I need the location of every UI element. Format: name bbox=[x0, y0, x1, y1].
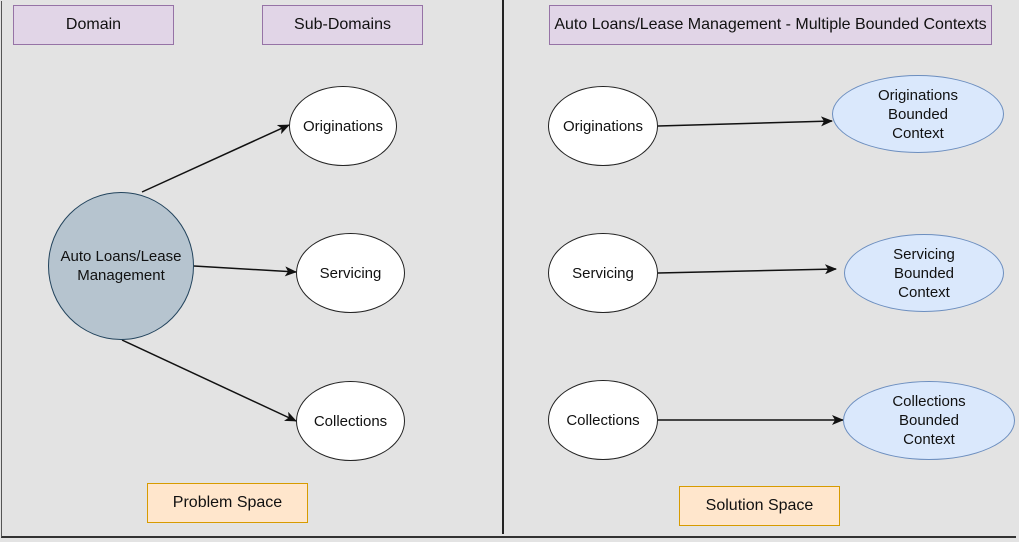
source-label-originations: Originations bbox=[562, 117, 644, 135]
problem-space-label: Problem Space bbox=[147, 483, 308, 523]
edge-originations-to-context bbox=[657, 116, 833, 127]
subdomain-node-originations: Originations bbox=[289, 86, 397, 166]
edge-core-to-collections bbox=[121, 339, 297, 422]
domain-header: Domain bbox=[13, 5, 174, 45]
source-node-servicing: Servicing bbox=[548, 233, 658, 313]
subdomain-label-servicing: Servicing bbox=[319, 264, 382, 282]
subdomain-node-servicing: Servicing bbox=[296, 233, 405, 313]
edge-servicing-to-context bbox=[657, 264, 837, 275]
subdomain-node-collections: Collections bbox=[296, 381, 405, 461]
edge-core-to-originations bbox=[141, 124, 290, 193]
bounded-context-originations: Originations Bounded Context bbox=[832, 75, 1004, 153]
bounded-context-servicing: Servicing Bounded Context bbox=[844, 234, 1004, 312]
bounded-context-label-collections: Collections Bounded Context bbox=[892, 393, 966, 448]
bounded-context-label-servicing: Servicing Bounded Context bbox=[893, 245, 955, 301]
source-label-servicing: Servicing bbox=[572, 264, 634, 282]
core-domain-label: Auto Loans/Lease Management bbox=[60, 248, 182, 284]
bounded-context-collections: Collections Bounded Context bbox=[843, 381, 1015, 460]
solution-title: Auto Loans/Lease Management - Multiple B… bbox=[549, 5, 992, 45]
bounded-context-label-originations: Originations Bounded Context bbox=[877, 86, 959, 142]
core-domain-node: Auto Loans/Lease Management bbox=[48, 192, 194, 340]
subdomain-label-originations: Originations bbox=[302, 117, 384, 135]
edge-core-to-servicing bbox=[193, 265, 297, 277]
source-node-collections: Collections bbox=[548, 380, 658, 460]
space-divider bbox=[502, 0, 504, 534]
subdomain-label-collections: Collections bbox=[313, 412, 388, 430]
source-label-collections: Collections bbox=[566, 411, 640, 429]
source-node-originations: Originations bbox=[548, 86, 658, 166]
subdomains-header: Sub-Domains bbox=[262, 5, 423, 45]
solution-space-label: Solution Space bbox=[679, 486, 840, 526]
